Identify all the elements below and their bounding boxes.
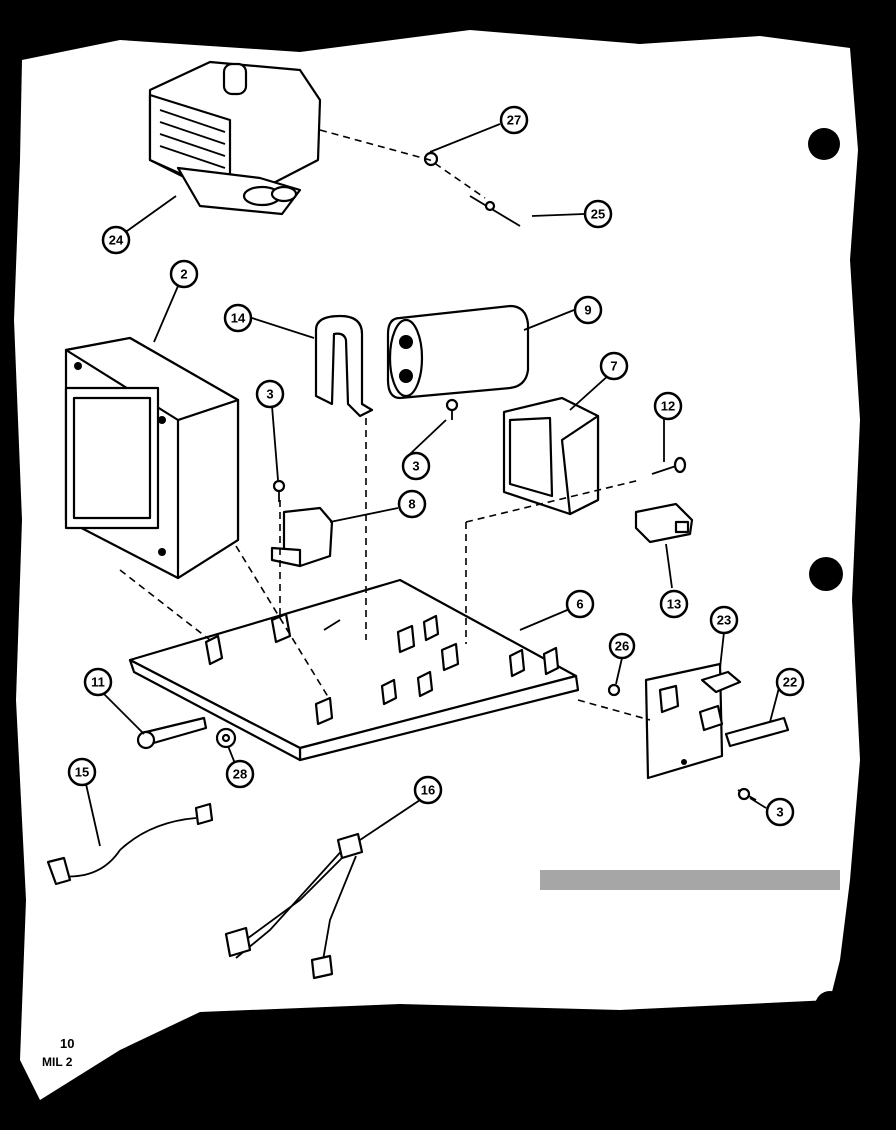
page-number: 10 [60, 1036, 74, 1051]
connector-13 [634, 502, 694, 544]
fuse-22 [724, 716, 790, 748]
screw-3-right [737, 787, 757, 801]
callout-3-right: 3 [765, 797, 795, 827]
svg-text:28: 28 [233, 767, 247, 782]
callout-6: 6 [565, 589, 595, 619]
svg-text:3: 3 [412, 459, 419, 474]
svg-text:12: 12 [661, 399, 675, 414]
callout-3-center: 3 [401, 451, 431, 481]
svg-text:22: 22 [783, 675, 797, 690]
svg-text:25: 25 [591, 207, 605, 222]
callout-24: 24 [101, 225, 131, 255]
fuse-board [644, 662, 742, 780]
callout-9: 9 [573, 295, 603, 325]
screw-3-left [272, 479, 286, 502]
leader-lines [85, 123, 781, 847]
wire-harness-16 [224, 832, 364, 980]
svg-text:14: 14 [231, 311, 246, 326]
base-plate [128, 578, 580, 762]
svg-text:6: 6 [576, 597, 583, 612]
screw-26 [607, 683, 621, 697]
page-reference: MIL 2 [42, 1055, 73, 1069]
svg-text:3: 3 [776, 805, 783, 820]
magnetron [148, 60, 322, 216]
svg-text:16: 16 [421, 783, 435, 798]
svg-text:9: 9 [584, 303, 591, 318]
svg-text:2: 2 [180, 267, 187, 282]
callout-14: 14 [223, 303, 253, 333]
svg-text:3: 3 [266, 387, 273, 402]
screw-3-center [445, 398, 459, 420]
small-transformer [502, 396, 600, 516]
svg-text:15: 15 [75, 765, 89, 780]
callout-13: 13 [659, 589, 689, 619]
svg-text:27: 27 [507, 113, 521, 128]
hv-capacitor [386, 304, 530, 400]
relay-8 [270, 506, 334, 568]
screw-12 [651, 456, 687, 475]
callout-28: 28 [225, 759, 255, 789]
callout-27: 27 [499, 105, 529, 135]
svg-text:24: 24 [109, 233, 124, 248]
svg-text:8: 8 [408, 497, 415, 512]
transformer [64, 336, 240, 580]
callout-23: 23 [709, 605, 739, 635]
callout-12: 12 [653, 391, 683, 421]
callout-7: 7 [599, 351, 629, 381]
callout-16: 16 [413, 775, 443, 805]
callout-15: 15 [67, 757, 97, 787]
scan-blotches [190, 128, 850, 1034]
svg-text:11: 11 [91, 675, 105, 690]
callout-22: 22 [775, 667, 805, 697]
svg-text:23: 23 [717, 613, 731, 628]
callout-2: 2 [169, 259, 199, 289]
callout-11: 11 [83, 667, 113, 697]
svg-text:26: 26 [615, 639, 629, 654]
callouts: 24 27 25 2 14 9 3 3 7 12 6 13 8 23 26 22… [67, 105, 805, 827]
washer-28 [215, 727, 237, 749]
screw-11 [136, 716, 208, 750]
wire-15 [46, 802, 214, 886]
capacitor-bracket [314, 314, 374, 418]
callout-25: 25 [583, 199, 613, 229]
callout-3-left: 3 [255, 379, 285, 409]
assembly-lines [119, 418, 651, 721]
wire-lead-25 [469, 195, 521, 227]
svg-text:7: 7 [610, 359, 617, 374]
svg-text:13: 13 [667, 597, 681, 612]
callout-8: 8 [397, 489, 427, 519]
callout-26: 26 [608, 632, 636, 660]
paper-background [14, 30, 860, 1100]
